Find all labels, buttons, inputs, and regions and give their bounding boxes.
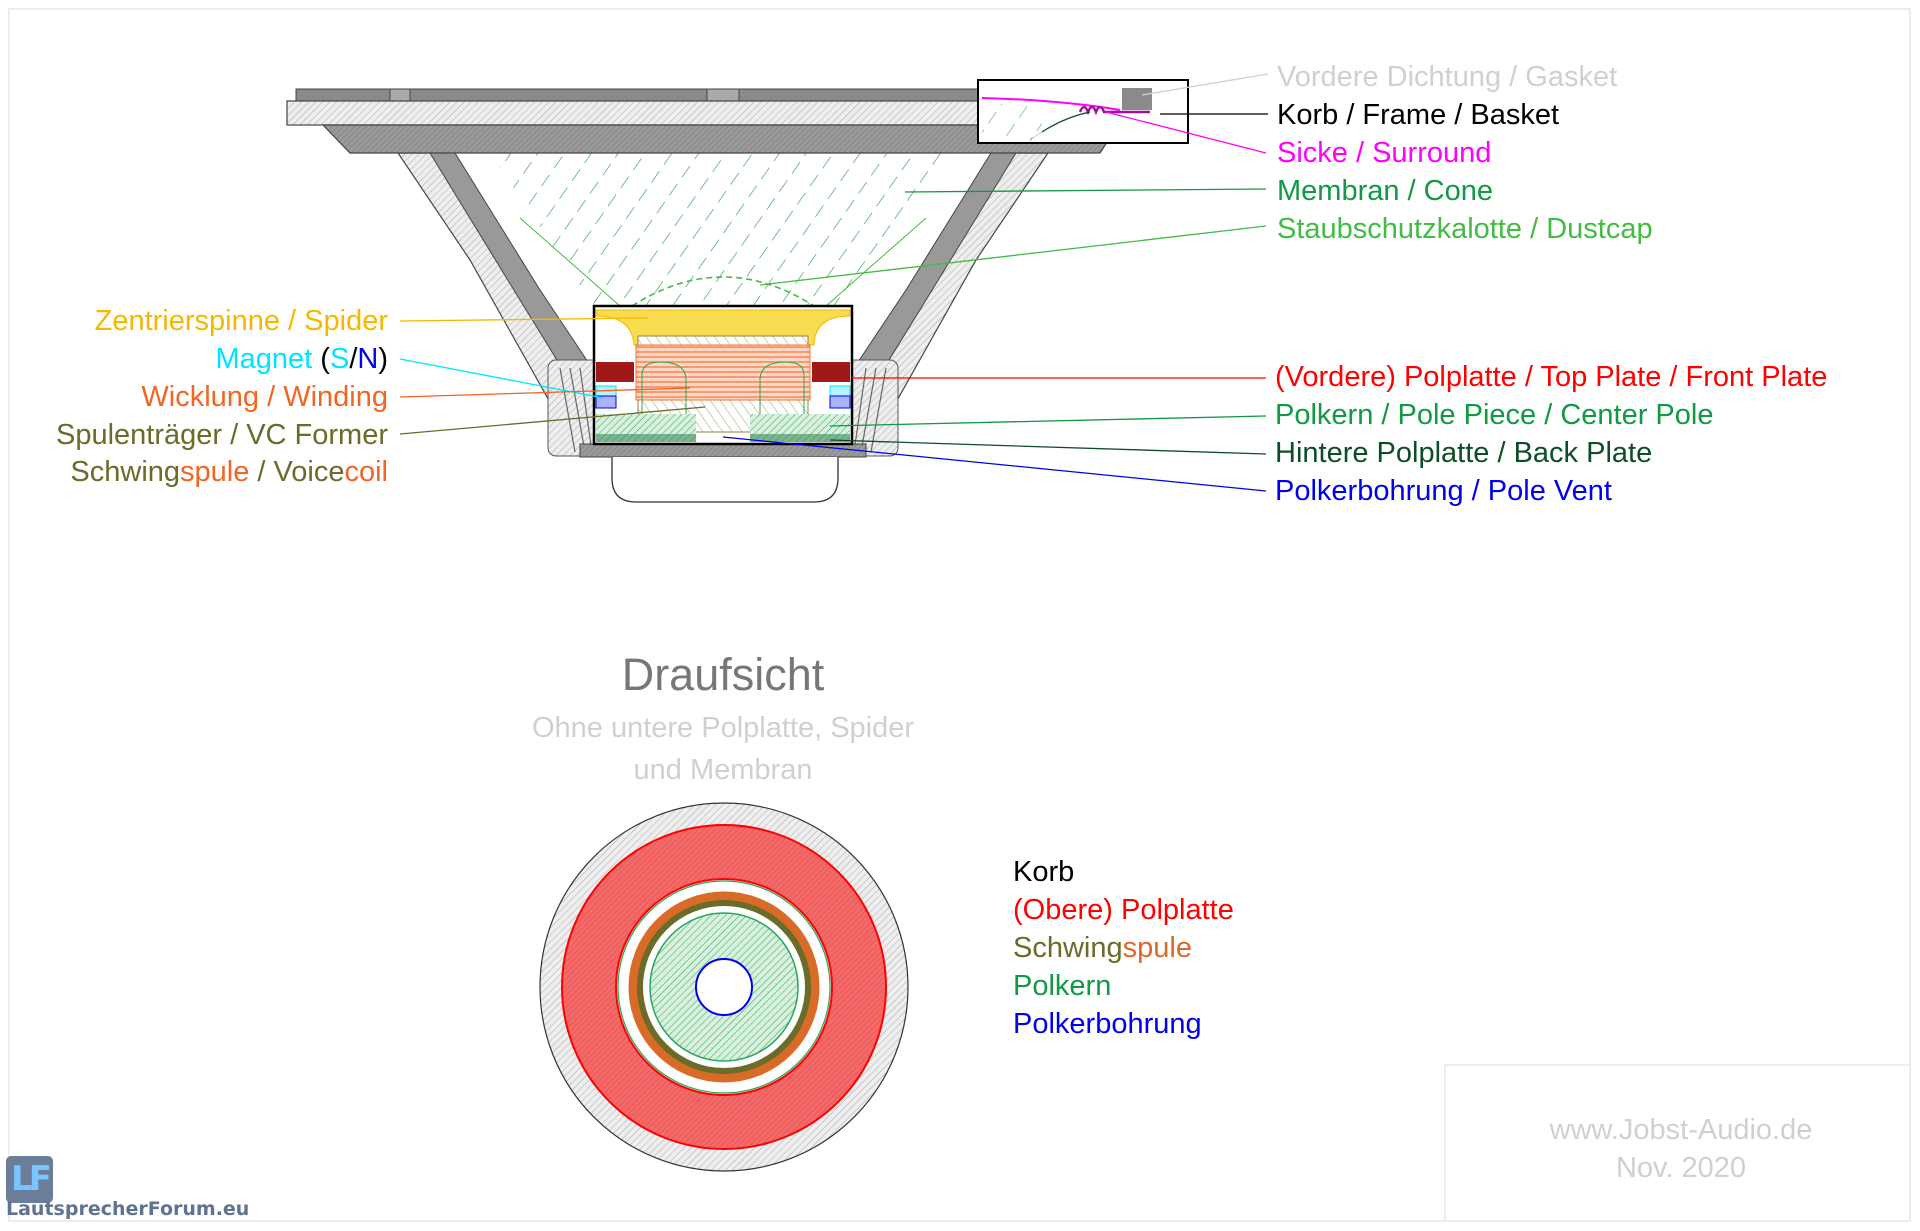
magnet-left-n [595,395,617,409]
label-cone: Membran / Cone [1277,175,1493,207]
voicecoil-part: Schwing [1013,932,1123,964]
leader-lines [399,73,1269,492]
slash: / [349,343,358,375]
legend-voicecoil: Schwingspule [1013,932,1192,964]
label-surround: Sicke / Surround [1277,137,1491,169]
page-border [8,8,1911,1222]
magnet-right-n [829,395,851,409]
label-back-plate: Hintere Polplatte / Back Plate [1275,437,1652,469]
magnet-word: Magnet [216,343,313,375]
voicecoil-part: / Voice [249,456,344,488]
credit-url: www.Jobst-Audio.de [1549,1114,1813,1146]
legend-top-plate: (Obere) Polplatte [1013,894,1234,926]
label-magnet: Magnet (S/N) [216,343,388,375]
paren-close: ) [378,343,388,375]
top-view-subtitle-1: Ohne untere Polplatte, Spider [532,712,914,744]
top-plate-left [596,362,634,382]
label-pole-vent: Polkerbohrung / Pole Vent [1275,475,1612,507]
voicecoil-part: spule [1123,932,1192,964]
credit-date: Nov. 2020 [1616,1152,1746,1184]
back-fins [579,443,867,458]
pole-n: N [357,343,378,375]
legend-frame: Korb [1013,856,1074,888]
label-voicecoil: Schwingspule / Voicecoil [70,456,388,488]
label-gasket: Vordere Dichtung / Gasket [1277,61,1617,93]
label-frame: Korb / Frame / Basket [1277,99,1559,131]
label-dustcap: Staubschutzkalotte / Dustcap [1277,213,1653,245]
cone [490,153,957,306]
winding [635,344,811,401]
forum-logo-text[interactable]: LautsprecherForum.eu [6,1198,250,1220]
top-view-subtitle-2: und Membran [634,754,813,786]
top-plate-right [812,362,850,382]
pole-vent-housing [611,457,839,503]
legend-pole-vent: Polkerbohrung [1013,1008,1202,1040]
top-view: Draufsicht Ohne untere Polplatte, Spider… [532,649,1234,1172]
pole-vent-hole [695,958,753,1016]
paren-open: ( [312,343,330,375]
top-view-title: Draufsicht [622,649,825,700]
pole-s: S [330,343,349,375]
dustcap [631,276,815,307]
legend-pole-piece: Polkern [1013,970,1111,1002]
label-pole-piece: Polkern / Pole Piece / Center Pole [1275,399,1713,431]
magnet-right-s [829,385,851,397]
pole-piece-left [641,361,687,441]
credit-box: www.Jobst-Audio.de Nov. 2020 [1444,1064,1911,1222]
label-spider: Zentrierspinne / Spider [95,305,389,337]
forum-logo-icon: LF [6,1156,53,1203]
side-view: Vordere Dichtung / Gasket Korb / Frame /… [56,61,1827,507]
voicecoil-ring [628,891,820,1083]
pole-piece-right [759,361,805,441]
voicecoil-part: coil [344,456,388,488]
label-former: Spulenträger / VC Former [56,419,388,451]
voicecoil-part: Schwing [70,456,180,488]
label-top-plate: (Vordere) Polplatte / Top Plate / Front … [1275,361,1827,393]
voicecoil-part: spule [180,456,249,488]
label-winding: Wicklung / Winding [141,381,388,413]
frame-lower-flange [321,124,1120,154]
